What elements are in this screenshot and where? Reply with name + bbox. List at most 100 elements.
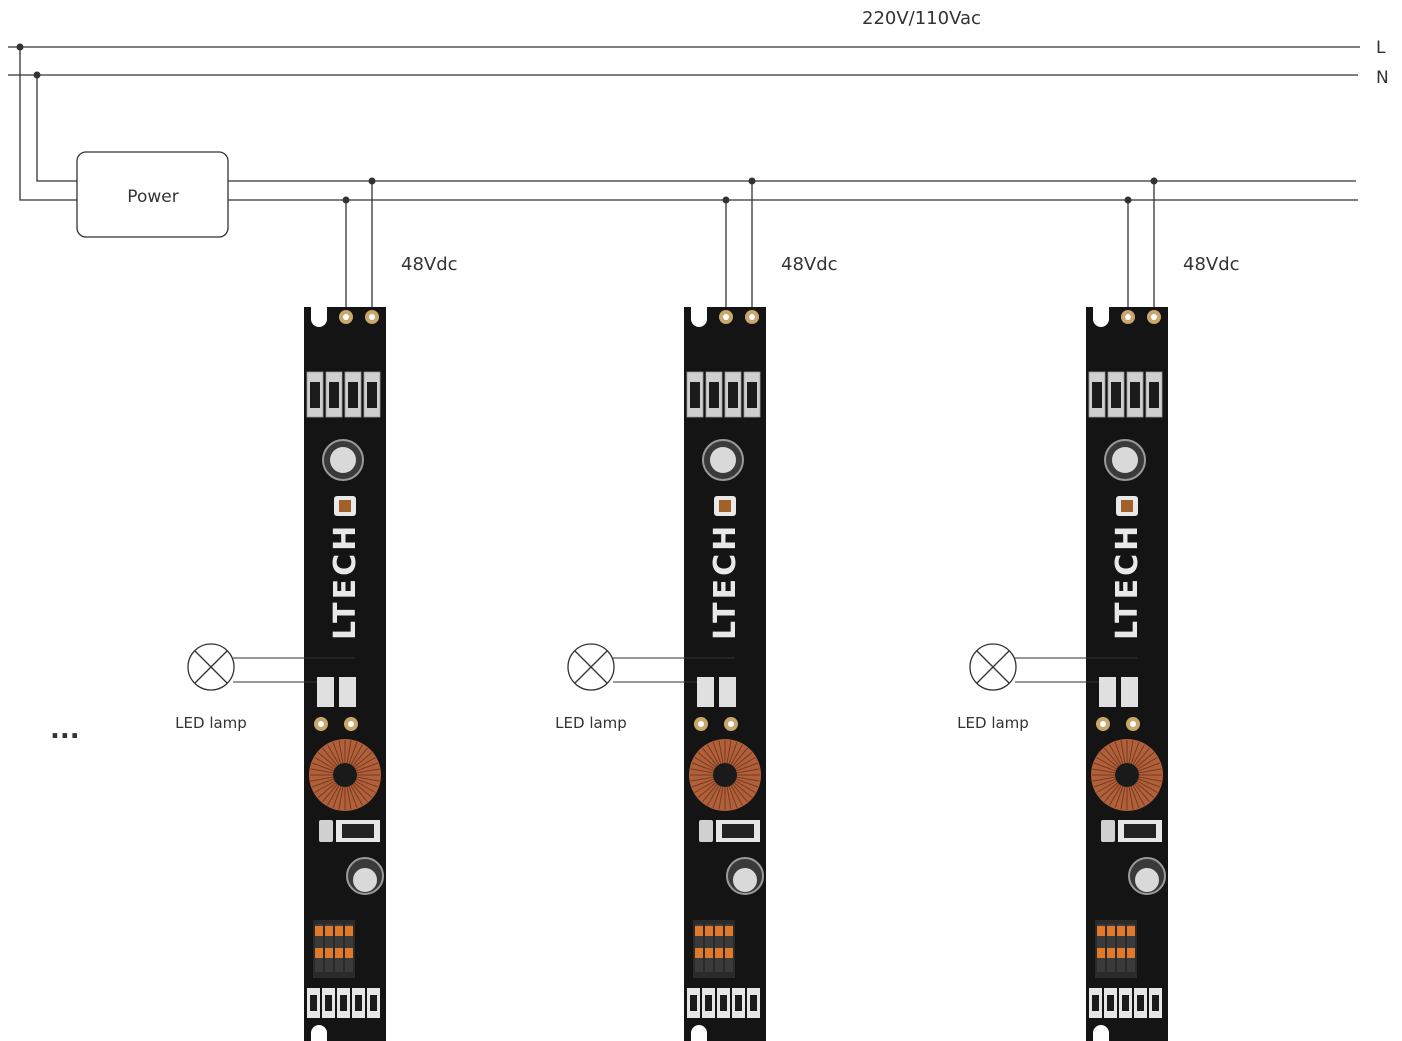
inductor-winding [355, 757, 376, 770]
smd-pad [1099, 677, 1116, 707]
inductor-winding [735, 757, 756, 770]
resistor [325, 995, 332, 1011]
dip-switch-lever [695, 926, 703, 936]
inductor-winding [1093, 778, 1116, 788]
dc-input-pad-hole [1125, 314, 1131, 320]
inductor-winding [730, 785, 743, 806]
inductor-winding [1120, 740, 1126, 764]
inductor-winding [1130, 786, 1140, 809]
inductor-winding [353, 782, 373, 798]
ic-chip [1124, 824, 1156, 838]
inductor-winding [1114, 786, 1124, 809]
dip-switch-lever [1127, 926, 1135, 936]
led-output-pad-hole [1130, 721, 1136, 727]
inductor-winding [690, 768, 714, 774]
smd-pad [339, 677, 356, 707]
inductor-winding [1092, 776, 1116, 782]
smd-pad [1121, 677, 1138, 707]
inductor-winding [707, 785, 720, 806]
inductor-winding [1138, 762, 1161, 772]
board-logo: LTECH [328, 523, 363, 640]
inductor-winding [314, 780, 335, 793]
dc-input-pad-hole [369, 314, 375, 320]
inductor-winding [346, 740, 352, 764]
capacitor-top-face [330, 447, 356, 473]
inductor-winding [690, 776, 714, 782]
inductor-winding [1109, 785, 1122, 806]
inductor-winding [348, 741, 358, 764]
smd-resistor [339, 500, 351, 512]
dip-switch-lever [705, 948, 713, 958]
resistor [340, 995, 347, 1011]
inductor-winding [322, 747, 338, 767]
dip-switch-lever [325, 948, 333, 958]
dc-input-pad-hole [1151, 314, 1157, 320]
inductor-winding [733, 782, 753, 798]
inductor-winding [1132, 744, 1145, 765]
resistor [1092, 995, 1099, 1011]
output-voltage-label: 48Vdc [781, 254, 838, 275]
dc-input-pad-hole [343, 314, 349, 320]
pcb-notch-bottom [1093, 1025, 1109, 1041]
ic-chip [722, 824, 754, 838]
led-output-pad-hole [728, 721, 734, 727]
dip-switch-lever [1117, 948, 1125, 958]
led-lamp-label: LED lamp [957, 714, 1029, 732]
inductor-winding [317, 782, 337, 798]
resistor [690, 995, 697, 1011]
resistor [1137, 995, 1144, 1011]
inductor-winding [1104, 783, 1120, 803]
resistor [355, 995, 362, 1011]
inductor-winding [732, 747, 748, 767]
inductor-winding [1093, 762, 1116, 772]
inductor-winding [1138, 776, 1162, 782]
pcb-notch-bottom [691, 1025, 707, 1041]
led-output-pad-hole [1100, 721, 1106, 727]
resistor [735, 995, 742, 1011]
dip-switch-lever [1107, 948, 1115, 958]
inductor-winding [1092, 768, 1116, 774]
diode [1092, 382, 1102, 408]
diode [329, 382, 339, 408]
resistor [1107, 995, 1114, 1011]
pcb-notch-top [1093, 307, 1109, 327]
dip-switch-lever [705, 926, 713, 936]
led-lamp-cross-b [976, 650, 1010, 684]
smd-pad [699, 820, 713, 842]
capacitor-bottom-face [733, 868, 757, 892]
diode [1130, 382, 1140, 408]
output-voltage-label: 48Vdc [401, 254, 458, 275]
inductor-winding [327, 785, 340, 806]
inductor-winding [1130, 741, 1140, 764]
dip-switch-lever [335, 926, 343, 936]
led-lamp-label: LED lamp [175, 714, 247, 732]
dip-switch-lever [715, 948, 723, 958]
smd-pad [317, 677, 334, 707]
inductor-winding [691, 762, 714, 772]
inductor-winding [1138, 778, 1161, 788]
inductor-winding [327, 744, 340, 765]
diode [709, 382, 719, 408]
inductor-winding [707, 744, 720, 765]
inductor-winding [718, 740, 724, 764]
inductor-winding [1099, 782, 1119, 798]
inductor-winding [348, 786, 358, 809]
inductor-winding [732, 783, 748, 803]
dip-switch-lever [1097, 926, 1105, 936]
dip-switch-lever [1097, 948, 1105, 958]
inductor-winding [712, 741, 722, 764]
inductor-winding [728, 741, 738, 764]
resistor [705, 995, 712, 1011]
dc-input-pad-hole [723, 314, 729, 320]
inductor-winding [356, 768, 380, 774]
resistor [310, 995, 317, 1011]
inductor-winding [691, 778, 714, 788]
diode [310, 382, 320, 408]
power-supply-label: Power [127, 187, 178, 207]
smd-pad [319, 820, 333, 842]
inductor-winding [310, 776, 334, 782]
power-supply-box [76, 151, 229, 238]
inductor-winding [736, 778, 759, 788]
